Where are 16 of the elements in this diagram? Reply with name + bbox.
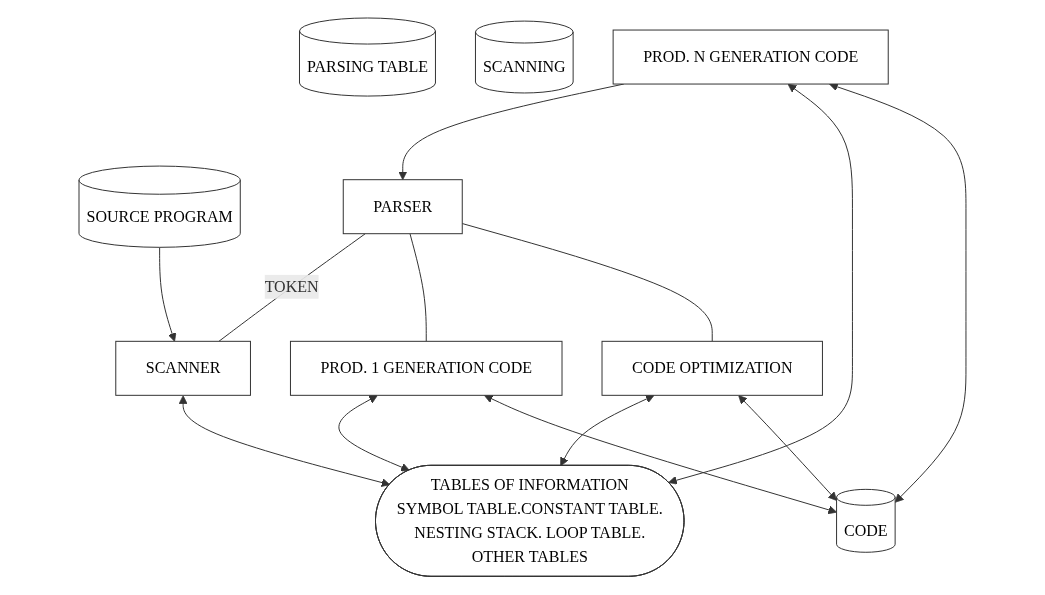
node-box: PARSER bbox=[342, 179, 463, 235]
arrow bbox=[484, 395, 837, 515]
arrow bbox=[738, 395, 837, 502]
arrow bbox=[338, 395, 410, 472]
arrow bbox=[668, 84, 853, 485]
node-box: SCANNER bbox=[115, 341, 251, 397]
arrow bbox=[178, 395, 391, 488]
node-box: PROD. N GENERATION CODE bbox=[612, 29, 889, 85]
edge-label: TOKEN bbox=[264, 278, 319, 296]
connector bbox=[218, 233, 366, 343]
connector bbox=[461, 223, 713, 343]
arrow bbox=[159, 247, 177, 343]
node-box: CODE OPTIMIZATION bbox=[601, 341, 823, 397]
arrow bbox=[560, 395, 655, 467]
node-box: PROD. 1 GENERATION CODE bbox=[289, 341, 563, 397]
connector bbox=[409, 233, 427, 343]
